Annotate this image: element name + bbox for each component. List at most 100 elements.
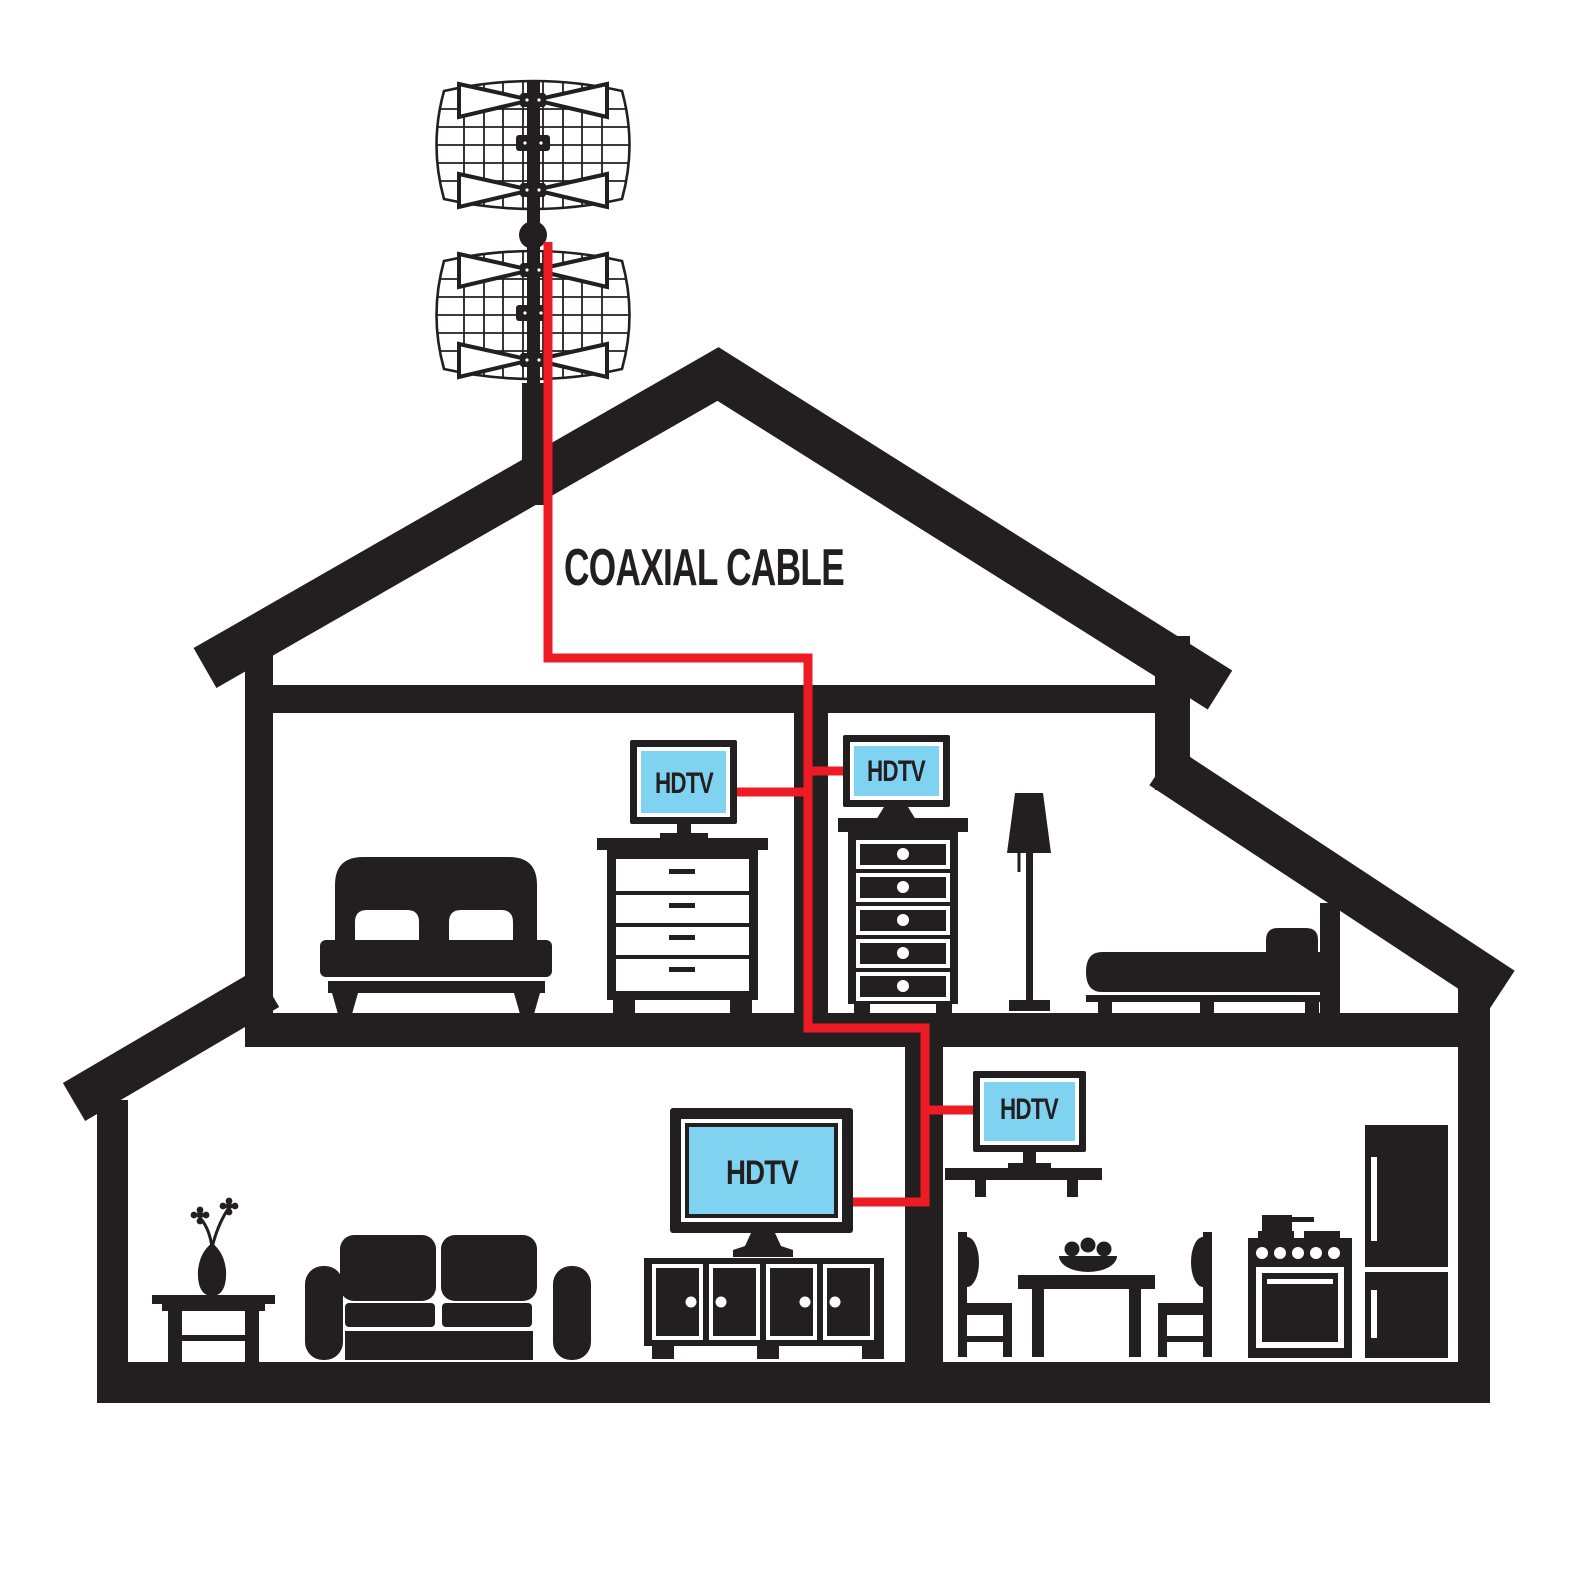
tv-label: HDTV bbox=[655, 767, 714, 800]
drawer-divider bbox=[616, 891, 749, 895]
single-bed bbox=[1086, 903, 1340, 1014]
left-overhang-roof bbox=[62, 969, 280, 1121]
bowtie-element bbox=[534, 171, 609, 210]
dining-chair-right bbox=[1158, 1232, 1212, 1357]
stove-knobs bbox=[1256, 1247, 1340, 1259]
sofa-seat-cushion bbox=[442, 1303, 532, 1327]
dining-chair-left bbox=[958, 1232, 1012, 1357]
bed-leg bbox=[514, 993, 540, 1014]
tv-label: HDTV bbox=[1000, 1093, 1059, 1126]
double-bed bbox=[320, 857, 552, 1014]
drawer-divider bbox=[616, 955, 749, 959]
tv-cabinet bbox=[644, 1258, 884, 1359]
chest-leg bbox=[854, 1004, 870, 1018]
cabinet-foot bbox=[862, 1346, 884, 1359]
tv-label: HDTV bbox=[867, 755, 926, 788]
side-table bbox=[152, 1295, 275, 1362]
burner bbox=[1304, 1231, 1340, 1238]
cabinet-foot bbox=[652, 1346, 674, 1359]
bed-leg bbox=[1098, 1002, 1112, 1014]
bowtie-element bbox=[457, 341, 532, 380]
lamp-shade bbox=[1007, 793, 1051, 853]
tv-screen bbox=[689, 1127, 834, 1214]
tv-screen bbox=[641, 751, 726, 813]
flower bbox=[190, 1206, 210, 1225]
tv-stand-stem bbox=[677, 824, 691, 835]
bed-rail bbox=[1086, 995, 1338, 1002]
bed-mattress bbox=[1086, 952, 1322, 992]
table-apron bbox=[162, 1304, 265, 1311]
refrigerator bbox=[1365, 1125, 1448, 1358]
flower-vase bbox=[190, 1197, 239, 1296]
sofa-back-cushion bbox=[340, 1235, 436, 1301]
sofa-arm bbox=[305, 1266, 343, 1360]
fridge-handle bbox=[1371, 1290, 1377, 1338]
dresser-top bbox=[597, 838, 768, 850]
bowtie-element bbox=[534, 341, 609, 380]
bedroom-left-tv: HDTV bbox=[630, 740, 737, 841]
drawer-divider bbox=[616, 923, 749, 927]
tv-stand-base bbox=[876, 807, 916, 820]
burner bbox=[1258, 1231, 1294, 1238]
chest-drawers bbox=[856, 840, 950, 1001]
bed-headboard bbox=[1320, 903, 1340, 1013]
fridge-top-door bbox=[1365, 1125, 1448, 1267]
cooking-pot bbox=[1262, 1215, 1292, 1232]
fridge-bottom-door bbox=[1365, 1272, 1448, 1358]
drawer-handle bbox=[669, 967, 695, 972]
pillow bbox=[355, 910, 419, 942]
sofa-back-cushion bbox=[441, 1235, 537, 1301]
white-dresser bbox=[597, 838, 768, 1014]
bowtie-element bbox=[457, 171, 532, 210]
attic-floor-band bbox=[245, 685, 1158, 713]
shelf-bracket bbox=[975, 1180, 986, 1197]
cabinet-doors bbox=[652, 1264, 874, 1340]
outdoor-antenna bbox=[435, 79, 631, 505]
pillow bbox=[1266, 928, 1318, 958]
oven-window-line bbox=[1267, 1279, 1333, 1284]
bed-leg bbox=[332, 993, 358, 1014]
tall-chest bbox=[838, 818, 968, 1018]
stove bbox=[1248, 1215, 1352, 1358]
bedroom-middle-tv: HDTV bbox=[843, 735, 950, 820]
coaxial-cable-main bbox=[543, 242, 930, 1207]
dresser-leg bbox=[730, 1000, 752, 1014]
bed-base bbox=[328, 981, 545, 993]
table-top bbox=[152, 1295, 275, 1304]
sofa bbox=[305, 1235, 591, 1360]
right-shed-roof bbox=[1149, 746, 1515, 1010]
lower-left-wall bbox=[97, 1100, 128, 1403]
antenna-panel-top bbox=[435, 79, 631, 211]
sofa-arm bbox=[553, 1266, 591, 1360]
dining-set bbox=[958, 1232, 1212, 1357]
fruit-bowl bbox=[1059, 1237, 1117, 1272]
sofa-base bbox=[345, 1331, 533, 1360]
bed-leg bbox=[1200, 1002, 1214, 1014]
sofa-seat-cushion bbox=[345, 1303, 435, 1327]
fridge-handle bbox=[1371, 1157, 1377, 1241]
tv-screen bbox=[854, 746, 939, 796]
drawer-handle bbox=[669, 935, 695, 940]
cabinet-foot bbox=[757, 1346, 779, 1359]
drawer-handle bbox=[669, 869, 695, 874]
wall-shelf bbox=[945, 1168, 1102, 1197]
shelf-bracket bbox=[1067, 1180, 1078, 1197]
tv-pedestal bbox=[733, 1233, 793, 1257]
coaxial-cable-run bbox=[543, 242, 976, 1207]
tv-screen bbox=[984, 1082, 1075, 1141]
drawer-handle bbox=[669, 903, 695, 908]
tv-stand-base bbox=[660, 833, 708, 841]
bowtie-element bbox=[457, 81, 532, 120]
tv-stand-base bbox=[1008, 1163, 1051, 1171]
vase-body bbox=[197, 1243, 227, 1296]
living-room-tv: HDTV bbox=[670, 1108, 853, 1257]
chest-leg bbox=[936, 1004, 952, 1018]
table-stretcher bbox=[168, 1335, 259, 1341]
lamp-base bbox=[1009, 1000, 1050, 1011]
tv-label: HDTV bbox=[726, 1154, 799, 1192]
flower bbox=[219, 1197, 239, 1216]
mast-joint-ball bbox=[519, 221, 547, 249]
oven-door bbox=[1262, 1273, 1338, 1342]
